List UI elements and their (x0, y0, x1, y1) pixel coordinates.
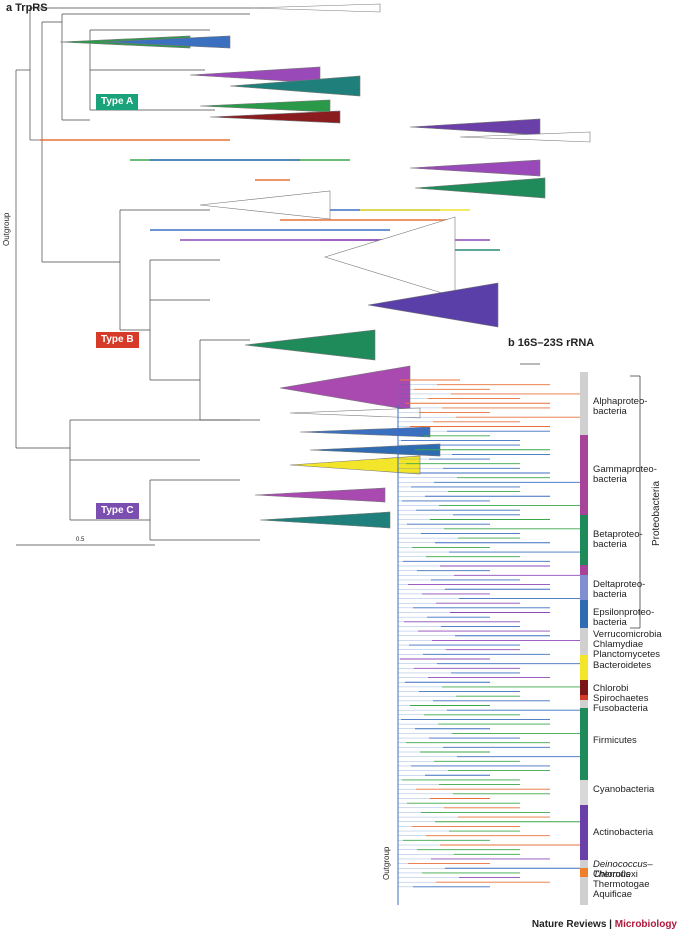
taxon-bar-16 (580, 877, 588, 905)
collapsed-clade-7 (409, 118, 541, 136)
taxon-color-bars (520, 363, 641, 905)
taxon-verrucomicrobia: Verrucomicrobia (593, 629, 662, 640)
type-c-badge: Type C (96, 503, 139, 519)
taxon-epsilonproteobacteria: Epsilonproteo- bacteria (593, 607, 655, 628)
collapsed-clade-16 (289, 407, 421, 419)
taxon-deltaproteobacteria: Deltaproteo- bacteria (593, 579, 646, 600)
taxon-deinococcus-thermus: Deinococcus–Thermus (593, 859, 653, 880)
taxon-aquificae: Aquificae (593, 889, 633, 900)
taxon-bar-3 (580, 565, 588, 575)
collapsed-clade-8 (459, 131, 591, 143)
collapsed-clade-15 (279, 365, 411, 411)
taxon-bar-10 (580, 700, 588, 708)
taxon-bar-11 (580, 708, 588, 780)
trprs-collapsed-clades (59, 3, 591, 529)
journal-name: Nature Reviews (531, 919, 607, 930)
collapsed-clade-14 (244, 329, 376, 361)
panel-a-title: a TrpRS (6, 2, 48, 14)
taxon-bacteroidetes: Bacteroidetes (593, 660, 652, 671)
taxon-actinobacteria: Actinobacteria (593, 827, 654, 838)
collapsed-clade-11 (199, 190, 331, 220)
taxon-bar-8 (580, 680, 588, 695)
taxon-gammaproteobacteria: Gammaproteo- bacteria (593, 464, 657, 485)
type-a-badge: Type A (96, 94, 139, 110)
taxon-cyanobacteria: Cyanobacteria (593, 784, 655, 795)
journal-credit: Nature Reviews | Microbiology (532, 919, 677, 930)
collapsed-clade-5 (199, 99, 331, 113)
collapsed-clade-21 (259, 511, 391, 529)
collapsed-clade-20 (254, 487, 386, 503)
taxon-bar-5 (580, 600, 588, 628)
collapsed-clade-13 (367, 282, 499, 328)
taxon-bar-2 (580, 515, 588, 565)
panel-b-outgroup-label: Outgroup (382, 846, 391, 880)
type-b-badge: Type B (96, 332, 139, 348)
taxon-bar-6 (580, 628, 588, 655)
taxon-thermotogae: Thermotogae (593, 879, 650, 890)
credit-separator: | (606, 919, 615, 930)
taxon-chlamydiae: Chlamydiae (593, 639, 644, 650)
taxon-bar-12 (580, 780, 588, 805)
collapsed-clade-4 (229, 75, 361, 97)
collapsed-clade-12 (323, 216, 456, 298)
panel-b-title: b 16S–23S rRNA (508, 337, 595, 349)
taxon-chloroflexi: Chloroflexi (593, 869, 638, 880)
collapsed-clade-19 (289, 455, 421, 475)
collapsed-clade-3 (189, 66, 321, 84)
taxon-alphaproteobacteria: Alphaproteo- bacteria (593, 396, 648, 417)
taxon-bar-9 (580, 695, 588, 700)
taxon-bar-1 (580, 435, 588, 515)
taxon-chlorobi: Chlorobi (593, 683, 629, 694)
taxon-bar-7 (580, 655, 588, 680)
rrna-tree (397, 379, 580, 905)
collapsed-clade-6 (209, 110, 341, 124)
panel-a-scale-label: 0.5 (76, 537, 85, 543)
taxon-bar-14 (580, 860, 588, 868)
taxon-bar-0 (580, 372, 588, 435)
taxon-bar-13 (580, 805, 588, 860)
collapsed-clade-10 (414, 177, 546, 199)
proteobacteria-label: Proteobacteria (651, 480, 662, 546)
journal-section: Microbiology (614, 919, 677, 930)
panel-a-outgroup-label: Outgroup (2, 212, 11, 246)
taxon-planctomycetes: Planctomycetes (593, 649, 661, 660)
collapsed-clade-0 (249, 3, 381, 13)
taxon-bar-4 (580, 575, 588, 600)
taxon-betaproteobacteria: Betaproteo- bacteria (593, 529, 643, 550)
taxon-spirochaetes: Spirochaetes (593, 693, 649, 704)
collapsed-clade-2 (99, 35, 231, 49)
taxon-bar-15 (580, 868, 588, 877)
collapsed-clade-17 (299, 426, 431, 438)
taxon-firmicutes: Firmicutes (593, 735, 637, 746)
taxon-fusobacteria: Fusobacteria (593, 703, 648, 714)
collapsed-clade-9 (409, 159, 541, 177)
